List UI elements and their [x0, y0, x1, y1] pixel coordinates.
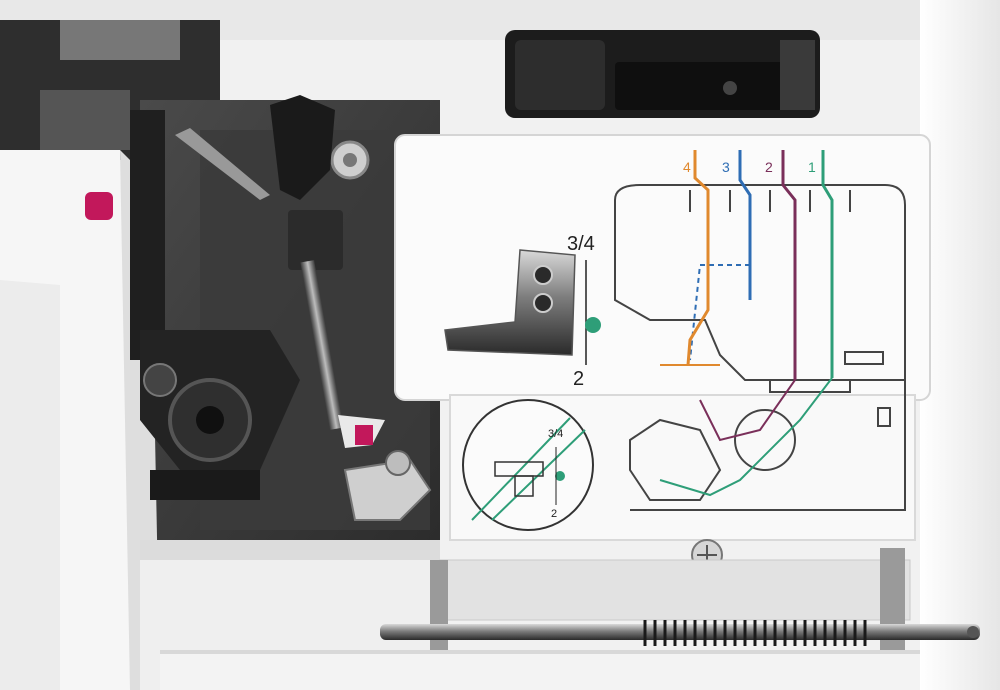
diagram-machine-outline	[614, 184, 906, 511]
looper-arm	[130, 110, 165, 360]
thread-guide-rod	[300, 260, 344, 430]
pink-marker	[85, 192, 113, 220]
thread-path-2	[781, 150, 797, 380]
inset-diagram	[462, 399, 594, 531]
thread-path-1	[821, 150, 834, 378]
inset-label-bottom: 2	[551, 508, 557, 520]
spring-coil	[643, 620, 867, 646]
left-hinge	[430, 560, 448, 660]
needle-clamp	[270, 95, 335, 200]
thread-path-4	[686, 150, 710, 366]
thread-label-2: 2	[765, 159, 773, 175]
thread-label-4: 4	[683, 159, 691, 175]
position-dot	[585, 317, 601, 333]
inset-label-top: 3/4	[548, 428, 563, 440]
spring-rod	[380, 624, 980, 640]
position-label-top: 3/4	[567, 233, 595, 255]
thread-label-3: 3	[722, 159, 730, 175]
right-hinge	[880, 548, 905, 660]
position-label-bottom: 2	[573, 368, 584, 390]
thread-label-1: 1	[808, 159, 816, 175]
threading-guide-panel	[394, 134, 931, 401]
thread-path-3	[738, 150, 752, 300]
